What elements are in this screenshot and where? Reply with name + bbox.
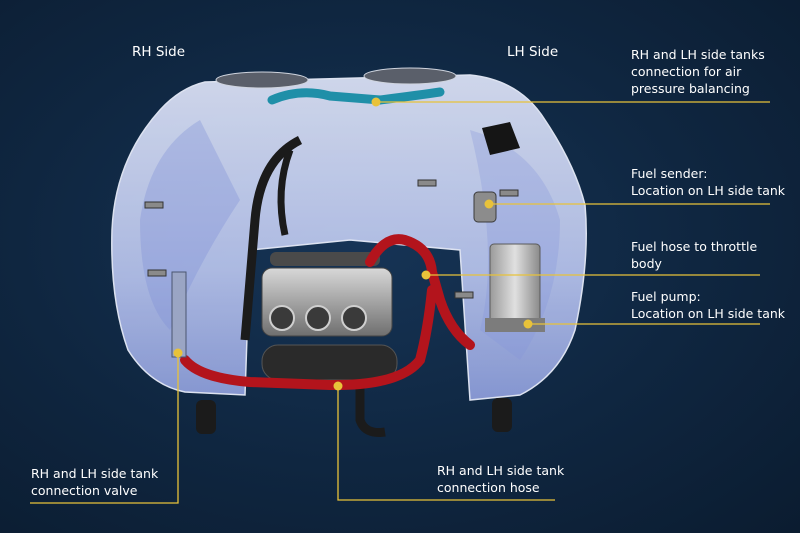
callout-fuel-pump-line-1: Fuel pump:	[631, 289, 701, 304]
lh-filler-cap	[363, 67, 457, 85]
callout-air-balance: RH and LH side tanks connection for air …	[631, 46, 765, 97]
lh-side-label: LH Side	[507, 44, 559, 60]
connection-valve	[171, 271, 187, 358]
callout-air-balance-line-1: RH and LH side tanks	[631, 47, 765, 62]
rh-filler-cap	[215, 71, 309, 89]
callout-fuel-pump: Fuel pump: Location on LH side tank	[631, 288, 785, 322]
fuel-pump-bracket	[485, 318, 545, 332]
lh-mount-foot	[492, 398, 512, 432]
throttle-bore-1	[269, 305, 295, 331]
fuel-pump-housing	[489, 243, 541, 331]
leader-tank-valve	[30, 353, 179, 504]
dot-fuel-pump	[523, 319, 533, 329]
vent-hose	[240, 135, 303, 341]
dot-fuel-sender	[484, 199, 494, 209]
callout-tank-hose-line-2: connection hose	[437, 480, 540, 495]
callout-tank-valve-line-2: connection valve	[31, 483, 138, 498]
drain-hose	[355, 380, 386, 437]
callout-fuel-hose: Fuel hose to throttle body	[631, 238, 757, 272]
callout-fuel-sender-line-1: Fuel sender:	[631, 166, 708, 181]
vent-hose-2	[277, 148, 294, 236]
rh-mount-foot	[196, 400, 216, 434]
fuel-hose-red	[365, 234, 475, 350]
callout-air-balance-line-3: pressure balancing	[631, 81, 750, 96]
callout-fuel-sender-line-2: Location on LH side tank	[631, 183, 786, 198]
callout-tank-valve: RH and LH side tank connection valve	[31, 465, 158, 499]
tank-inner-shading	[140, 120, 240, 330]
mounting-bolts	[144, 179, 519, 299]
dot-tank-valve	[173, 348, 183, 358]
fuel-tank-shell	[111, 74, 587, 401]
callout-fuel-hose-line-2: body	[631, 256, 662, 271]
rh-side-label: RH Side	[132, 44, 186, 60]
air-balance-pipe	[267, 87, 445, 105]
leader-tank-hose	[337, 386, 555, 501]
callout-fuel-hose-line-1: Fuel hose to throttle	[631, 239, 758, 254]
callout-lines	[30, 101, 770, 504]
tank-pad	[482, 122, 520, 155]
fuel-sender-unit	[473, 191, 497, 223]
throttle-bore-2	[305, 305, 331, 331]
callout-fuel-sender: Fuel sender: Location on LH side tank	[631, 165, 785, 199]
intake-rail	[270, 252, 380, 266]
callout-tank-hose-line-1: RH and LH side tank	[437, 463, 565, 478]
dot-tank-hose	[333, 381, 343, 391]
callout-air-balance-line-2: connection for air	[631, 64, 742, 79]
throttle-bore-3	[341, 305, 367, 331]
callout-tank-hose: RH and LH side tank connection hose	[437, 462, 564, 496]
callout-dots	[173, 97, 533, 391]
charcoal-canister	[261, 344, 398, 381]
callout-tank-valve-line-1: RH and LH side tank	[31, 466, 159, 481]
callout-fuel-pump-line-2: Location on LH side tank	[631, 306, 786, 321]
dot-air-balance	[371, 97, 381, 107]
tank-connection-hose-red	[180, 285, 437, 391]
dot-fuel-hose	[421, 270, 431, 280]
